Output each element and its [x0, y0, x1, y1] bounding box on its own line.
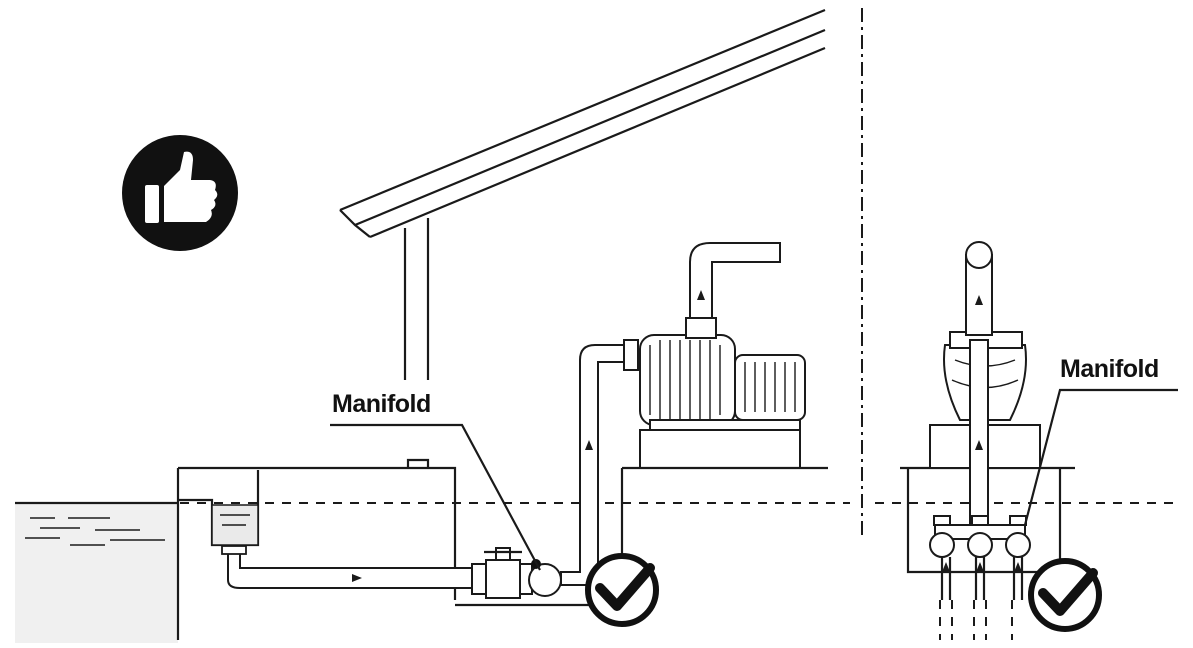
- checkmark-circle-icon: [585, 553, 659, 627]
- pump-outlet-pipe: [689, 242, 781, 319]
- pool-pump: [639, 317, 806, 431]
- suction-pipe: [221, 545, 476, 589]
- flow-arrow-icon: [975, 440, 983, 450]
- flow-arrow-icon: [585, 440, 593, 450]
- manifold-valves: [929, 515, 1031, 640]
- flow-arrow-icon: [352, 574, 362, 582]
- manifold-label-left: Manifold: [332, 390, 431, 418]
- pump-platform: [622, 429, 828, 470]
- thumbs-up-icon: [122, 135, 238, 251]
- skimmer: [178, 458, 457, 600]
- manifold-label-right: Manifold: [1060, 355, 1159, 383]
- checkmark-circle-icon: [1028, 558, 1102, 632]
- pool-basin: [15, 468, 180, 643]
- manifold-leader-left: [330, 423, 541, 571]
- solar-roof: [339, 8, 826, 380]
- flow-arrow-icon: [975, 295, 983, 305]
- flow-arrow-icon: [697, 290, 705, 300]
- ball-valve: [471, 547, 533, 599]
- manifold-leader-right: [1023, 388, 1178, 526]
- end-view: [900, 241, 1075, 640]
- manifold-junction-left: [528, 559, 562, 597]
